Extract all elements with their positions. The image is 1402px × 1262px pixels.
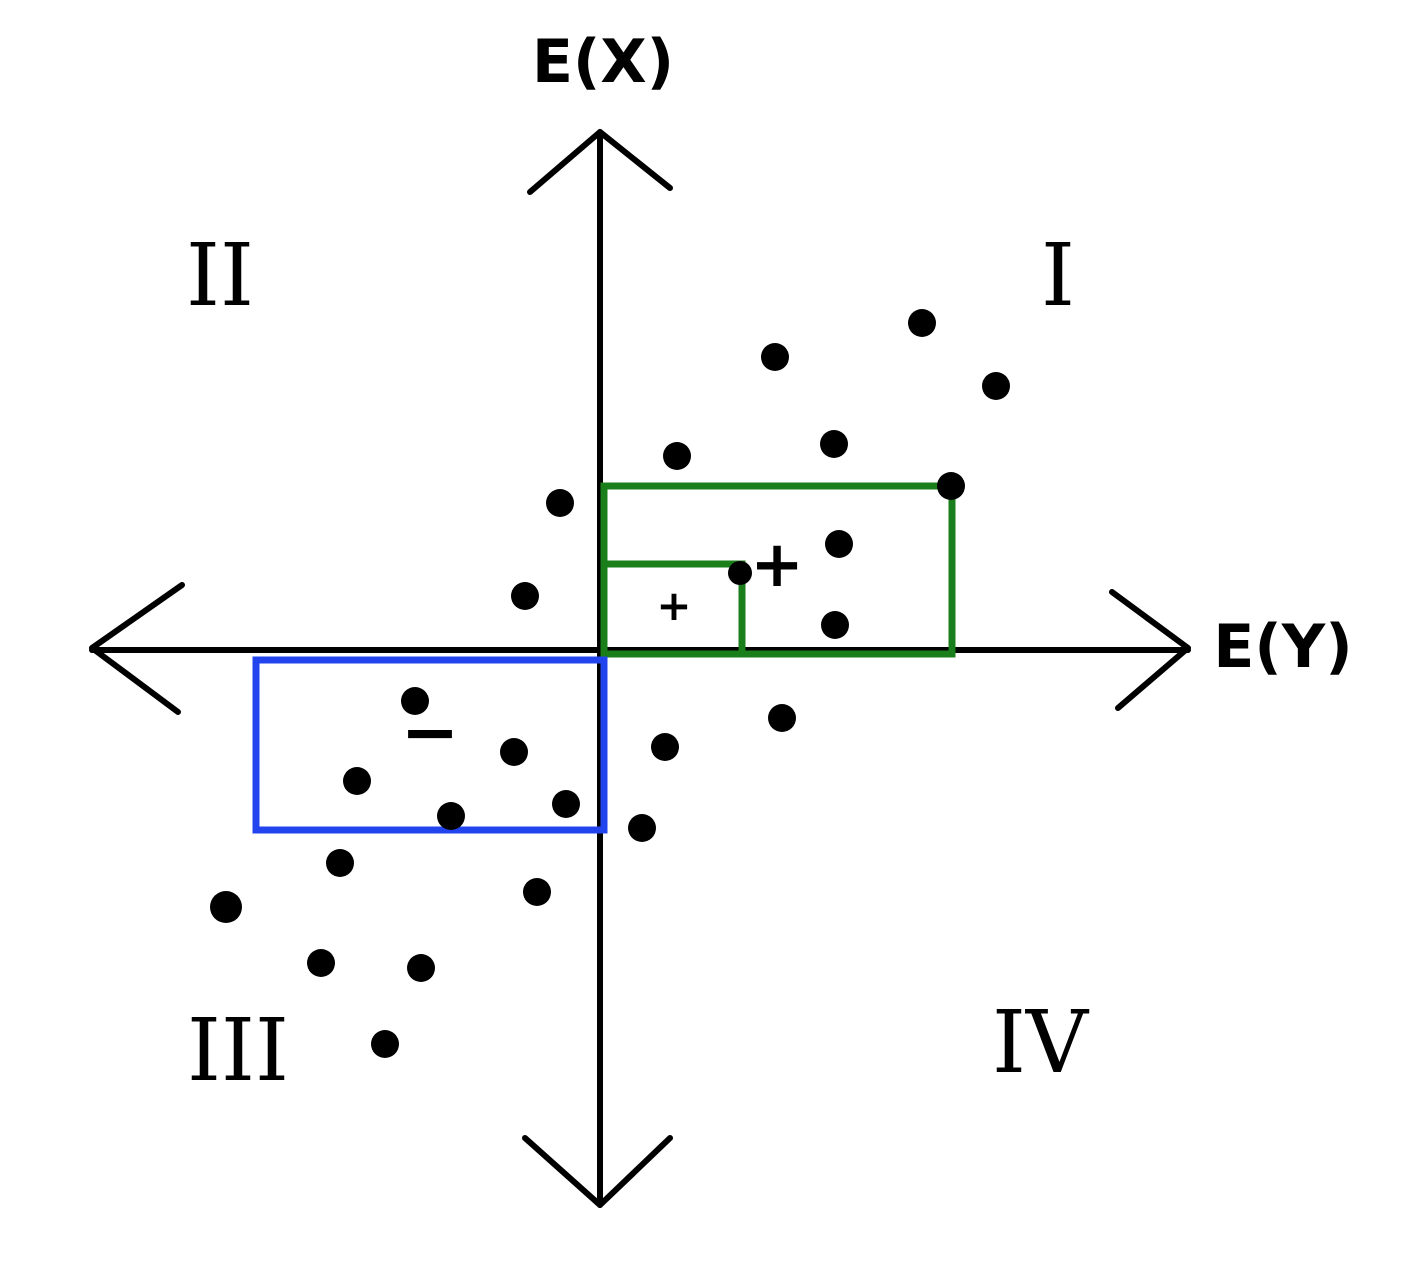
quadrant-label-1: I [1041, 226, 1075, 326]
point [728, 561, 752, 585]
arrowhead-right [1109, 589, 1191, 711]
arrowhead-down [522, 1135, 673, 1208]
point [663, 442, 691, 470]
point [210, 891, 242, 923]
point [825, 530, 853, 558]
point [326, 849, 354, 877]
positive-rectangle-small [600, 560, 746, 658]
point [761, 343, 789, 371]
quadrant-label-3: III [187, 1001, 289, 1101]
quadrant-label-4: IV [992, 993, 1090, 1093]
quadrant-label-2: II [186, 226, 254, 326]
point [908, 309, 936, 337]
scatter-points [210, 309, 1010, 1058]
point [821, 611, 849, 639]
small-rectangle-sign: + [656, 581, 691, 630]
point [820, 430, 848, 458]
point [407, 954, 435, 982]
point [437, 802, 465, 830]
point [511, 582, 539, 610]
point [500, 738, 528, 766]
point [552, 790, 580, 818]
point [982, 372, 1010, 400]
arrowhead-up [527, 129, 673, 195]
point [401, 687, 429, 715]
point [523, 878, 551, 906]
vertical-axis-title: E(X) [532, 27, 674, 97]
horizontal-axis-title: E(Y) [1213, 612, 1352, 682]
point [546, 489, 574, 517]
large-rectangle-sign: + [750, 528, 804, 602]
point [371, 1030, 399, 1058]
point [768, 704, 796, 732]
point [628, 814, 656, 842]
negative-rectangle [252, 656, 608, 834]
point [651, 733, 679, 761]
point [937, 472, 965, 500]
axes [89, 129, 1191, 1208]
point [343, 767, 371, 795]
arrowhead-left [89, 582, 185, 715]
point [307, 949, 335, 977]
